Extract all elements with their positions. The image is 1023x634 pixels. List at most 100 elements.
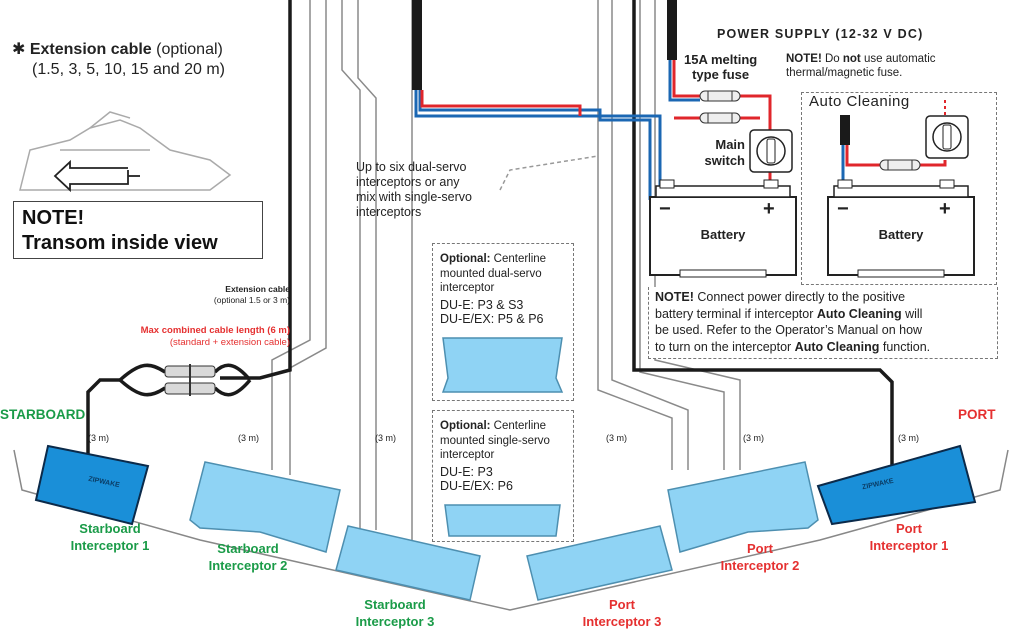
label-line: Starboard <box>79 521 141 536</box>
boat-icon <box>19 111 232 191</box>
auto-cleaning-title: Auto Cleaning <box>807 93 912 110</box>
fuse-label-line: 15A melting <box>684 52 758 67</box>
asterisk-icon: ✱ <box>12 41 26 58</box>
battery-2-minus: − <box>837 198 849 220</box>
port-side-label: PORT <box>958 407 996 422</box>
fuse-note: NOTE! Do not use automatic thermal/magne… <box>786 52 936 80</box>
optional-dual-box: Optional: Centerline mounted dual-servo … <box>432 243 574 401</box>
fuse-note-bold1: NOTE! <box>786 53 822 65</box>
label-line: Port <box>609 597 635 612</box>
battery-1-icon <box>649 179 797 278</box>
battery-1-minus: − <box>659 198 671 220</box>
label-line: Interceptor 2 <box>720 558 800 573</box>
label-line: Interceptor 2 <box>208 558 288 573</box>
starboard-interceptor-1-label: Starboard Interceptor 1 <box>58 520 162 554</box>
main-switch-label-line: switch <box>704 153 745 168</box>
black-cables <box>86 0 894 470</box>
power-cable-jacket <box>412 0 422 90</box>
cable-length-5: (3 m) <box>743 433 764 443</box>
max-cable-title: Max combined cable length (6 m) <box>140 325 290 336</box>
extension-cable-optional: (optional) <box>156 41 223 58</box>
port-interceptor-3-label: Port Interceptor 3 <box>570 596 674 630</box>
main-switch-icon <box>749 129 793 173</box>
fuse-2 <box>699 112 741 124</box>
up-to-six-note: Up to six dual-servo interceptors or any… <box>356 160 472 220</box>
power-cable-jacket-2 <box>667 0 677 60</box>
main-switch-label-line: Main <box>715 137 745 152</box>
starboard-interceptor-3-unit <box>335 525 481 601</box>
connect-note-l4: to turn on the interceptor <box>655 339 795 354</box>
label-line: Interceptor 3 <box>355 614 435 629</box>
battery-2-label: Battery <box>878 227 924 242</box>
starboard-interceptor-2-label: Starboard Interceptor 2 <box>196 540 300 574</box>
port-interceptor-2-label: Port Interceptor 2 <box>708 540 812 574</box>
up-to-six-line: interceptors or any <box>356 175 460 189</box>
optional-single-line5: DU-E/EX: P6 <box>440 479 513 493</box>
optional-dual-line1: Centerline <box>490 253 547 265</box>
label-line: Interceptor 3 <box>582 614 662 629</box>
transom-note-line1: NOTE! <box>22 207 85 229</box>
optional-dual-line4: DU-E: P3 & S3 <box>440 297 524 312</box>
cable-length-3: (3 m) <box>375 433 396 443</box>
cable-length-1: (3 m) <box>88 433 109 443</box>
fuse-1 <box>699 90 741 102</box>
power-supply-title: POWER SUPPLY (12-32 V DC) <box>717 27 924 41</box>
label-line: Interceptor 1 <box>70 538 150 553</box>
optional-dual-line2: mounted dual-servo <box>440 267 542 280</box>
connect-note-bold1: NOTE! <box>655 290 694 304</box>
fuse-note-text1: Do <box>821 53 843 65</box>
auto-cleaning-box <box>801 92 997 285</box>
fuse-note-line2: thermal/magnetic fuse. <box>786 67 903 79</box>
label-line: Starboard <box>364 597 426 612</box>
cable-length-4: (3 m) <box>606 433 627 443</box>
main-switch-label: Main switch <box>697 137 745 169</box>
extension-cable-title: Extension cable <box>29 41 152 58</box>
fuse-note-text2: use automatic <box>860 53 936 65</box>
extension-cable-note: ✱ Extension cable (optional) (1.5, 3, 5,… <box>12 40 225 80</box>
optional-dual-line3: interceptor <box>440 282 495 294</box>
optional-single-bold: Optional: <box>440 420 491 432</box>
port-interceptor-1-unit <box>816 444 977 526</box>
port-interceptor-2-unit <box>667 461 819 553</box>
port-interceptor-1-label: Port Interceptor 1 <box>857 520 961 554</box>
port-interceptor-3-unit <box>526 525 673 601</box>
label-line: Port <box>896 521 922 536</box>
starboard-side-label: STARBOARD <box>0 407 86 422</box>
connect-note-l4b: function. <box>879 339 931 354</box>
max-cable-note: Max combined cable length (6 m) (standar… <box>141 325 290 349</box>
cable-length-6: (3 m) <box>898 433 919 443</box>
extension-connector <box>118 363 252 397</box>
connect-note-l3: be used. Refer to the Operator’s Manual … <box>655 323 923 337</box>
connect-note-l2b: will <box>901 306 923 321</box>
max-cable-sub: (standard + extension cable) <box>169 337 290 348</box>
connect-note-l2: battery terminal if interceptor <box>655 306 817 321</box>
battery-2-plus: + <box>939 198 951 220</box>
fuse-label: 15A melting type fuse <box>684 52 757 82</box>
battery-1-plus: + <box>763 198 775 220</box>
fuse-3 <box>879 159 921 171</box>
cable-length-2: (3 m) <box>238 433 259 443</box>
hull-outline <box>13 449 1009 611</box>
starboard-interceptor-1-unit <box>34 444 150 526</box>
fuse-note-bold2: not <box>842 53 861 65</box>
fuse-label-line: type fuse <box>692 67 750 82</box>
optional-single-line3: interceptor <box>440 449 495 461</box>
optional-single-box: Optional: Centerline mounted single-serv… <box>432 410 574 542</box>
transom-note-line2: Transom inside view <box>22 232 218 254</box>
extension-cable-lengths: (1.5, 3, 5, 10, 15 and 20 m) <box>32 61 226 78</box>
optional-dual-interceptor-unit <box>441 337 564 393</box>
extension-cable-small-sub: (optional 1.5 or 3 m) <box>213 295 290 305</box>
extension-cable-small: Extension cable (optional 1.5 or 3 m) <box>214 284 290 306</box>
starboard-interceptor-2-unit <box>189 461 341 553</box>
up-to-six-line: mix with single-servo <box>356 190 473 204</box>
label-line: Port <box>747 541 773 556</box>
extension-cable-small-title: Extension cable <box>225 284 290 294</box>
optional-single-line2: mounted single-servo <box>440 434 550 447</box>
connect-note: NOTE! Connect power directly to the posi… <box>648 287 998 359</box>
connect-note-bold3: Auto Cleaning <box>794 339 880 354</box>
dashed-leader <box>499 155 599 191</box>
battery-2-icon <box>827 179 975 278</box>
auto-cleaning-switch-icon <box>925 115 969 159</box>
label-line: Starboard <box>217 541 279 556</box>
